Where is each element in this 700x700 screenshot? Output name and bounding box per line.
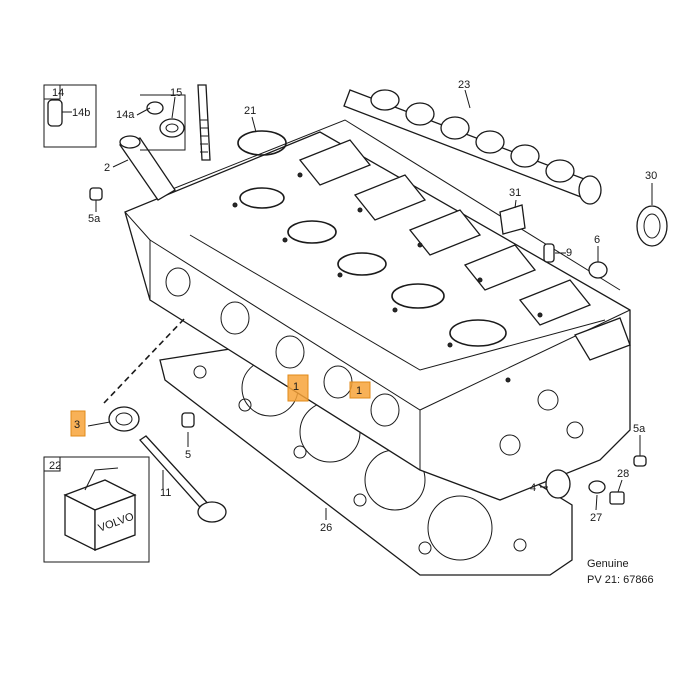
bearing-seal [545, 469, 571, 499]
plug-5a-left [89, 187, 103, 201]
cylinder-head-block [124, 119, 631, 501]
label-1a: 1 [293, 381, 299, 393]
label-31: 31 [509, 187, 521, 199]
caption-genuine: Genuine [587, 558, 629, 570]
label-6: 6 [594, 234, 600, 246]
valve-cap [146, 101, 164, 115]
camshaft [343, 89, 602, 205]
camshaft-seal [636, 205, 668, 247]
label-14: 14 [52, 87, 64, 99]
label-21: 21 [244, 105, 256, 117]
valve-stem-seal [108, 406, 140, 432]
label-5: 5 [185, 449, 191, 461]
label-14a: 14a [116, 109, 135, 121]
label-15: 15 [170, 87, 182, 99]
inset-box-22 [43, 456, 150, 563]
dowel-pin [543, 243, 555, 263]
label-2: 2 [104, 162, 110, 174]
cam-bearing-cap [499, 204, 526, 235]
highlight-1b [349, 381, 371, 399]
plug-5a-right [633, 455, 647, 467]
label-3: 3 [74, 419, 80, 431]
label-9: 9 [566, 247, 572, 259]
label-23: 23 [458, 79, 470, 91]
caption-part-number: PV 21: 67866 [587, 574, 654, 586]
label-26: 26 [320, 522, 332, 534]
label-14b: 14b [72, 107, 90, 119]
head-bolt [197, 84, 211, 161]
label-30: 30 [645, 170, 657, 182]
valve-guide-tube [118, 135, 176, 201]
washer [588, 480, 606, 494]
inset-box-14 [43, 84, 97, 148]
label-1b: 1 [356, 385, 362, 397]
inset-bracket [140, 94, 186, 151]
label-28: 28 [617, 468, 629, 480]
label-5a-right: 5a [633, 423, 646, 435]
spring-seat [159, 118, 185, 138]
guide-bushing [181, 412, 195, 428]
bolt [609, 491, 625, 505]
label-27: 27 [590, 512, 602, 524]
valve [139, 435, 227, 523]
leader-lines [62, 89, 653, 520]
label-5a-left: 5a [88, 213, 101, 225]
label-4: 4 [530, 482, 536, 494]
highlight-3 [70, 410, 86, 437]
sealing-plug [588, 261, 608, 279]
label-11: 11 [160, 487, 171, 499]
callout-labels: 14 14b 14a 15 2 5a 21 23 30 31 9 6 3 5 1… [49, 79, 657, 534]
label-22: 22 [49, 460, 61, 472]
highlight-1a [287, 374, 309, 402]
spark-plug-seal [237, 130, 287, 156]
